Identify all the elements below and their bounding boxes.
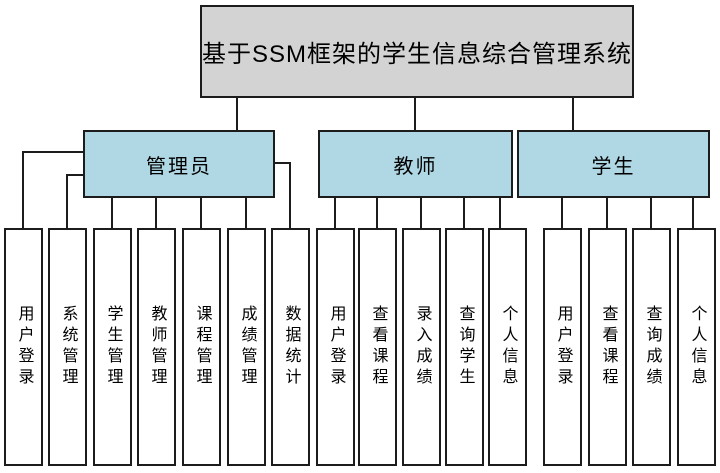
connector-title-student [572, 98, 574, 131]
leaf-admin-user-login: 用户登录 [4, 228, 43, 466]
leaf-student-personal-info: 个人信息 [677, 228, 716, 466]
connector-student-child3 [650, 196, 652, 228]
role-label-teacher: 教师 [393, 155, 438, 178]
leaf-label: 系统管理 [59, 305, 77, 389]
leaf-teacher-personal-info: 个人信息 [488, 228, 527, 466]
role-label-student: 学生 [591, 155, 636, 178]
system-title-box: 基于SSM框架的学生信息综合管理系统 [200, 5, 634, 98]
connector-teacher-child2 [376, 196, 378, 228]
leaf-label: 用户登录 [327, 305, 345, 389]
leaf-admin-course-management: 课程管理 [182, 228, 221, 466]
leaf-student-user-login: 用户登录 [543, 228, 582, 466]
connector-teacher-child3 [420, 196, 422, 228]
leaf-label: 查看课程 [369, 305, 387, 389]
connector-student-child4 [692, 196, 694, 228]
leaf-teacher-enter-grades: 录入成绩 [402, 228, 441, 466]
role-box-teacher: 教师 [318, 130, 513, 198]
leaf-student-query-grades: 查询成绩 [632, 228, 671, 466]
system-title: 基于SSM框架的学生信息综合管理系统 [202, 41, 633, 68]
leaf-label: 查看课程 [599, 305, 617, 389]
leaf-label: 数据统计 [282, 305, 300, 389]
connector-student-child2 [606, 196, 608, 228]
leaf-label: 成绩管理 [238, 305, 256, 389]
leaf-label: 课程管理 [193, 305, 211, 389]
connector-title-admin [236, 98, 238, 131]
role-box-student: 学生 [517, 130, 710, 198]
leaf-label: 个人信息 [499, 305, 517, 389]
connector-teacher-child4 [463, 196, 465, 228]
connector-admin-child7-v [289, 162, 291, 228]
connector-teacher-child1 [334, 196, 336, 228]
leaf-label: 用户登录 [554, 305, 572, 389]
leaf-admin-system-management: 系统管理 [48, 228, 87, 466]
leaf-label: 录入成绩 [413, 305, 431, 389]
leaf-teacher-view-course: 查看课程 [358, 228, 397, 466]
connector-admin-child5 [200, 196, 202, 228]
connector-admin-child6 [245, 196, 247, 228]
connector-admin-child4 [155, 196, 157, 228]
leaf-teacher-user-login: 用户登录 [316, 228, 355, 466]
connector-admin-child7-h [273, 162, 291, 164]
leaf-label: 用户登录 [15, 305, 33, 389]
leaf-admin-teacher-management: 教师管理 [137, 228, 176, 466]
connector-admin-child2-h [66, 174, 83, 176]
leaf-teacher-query-student: 查询学生 [445, 228, 484, 466]
connector-title-teacher [414, 98, 416, 131]
connector-admin-child2-v [66, 174, 68, 228]
connector-teacher-child5 [499, 196, 501, 228]
leaf-label: 个人信息 [688, 305, 706, 389]
leaf-admin-grade-management: 成绩管理 [227, 228, 266, 466]
role-box-admin: 管理员 [83, 130, 275, 198]
connector-admin-child3 [111, 196, 113, 228]
leaf-student-view-course: 查看课程 [588, 228, 627, 466]
leaf-admin-data-statistics: 数据统计 [271, 228, 310, 466]
connector-admin-child1-h [22, 151, 83, 153]
leaf-admin-student-management: 学生管理 [93, 228, 132, 466]
leaf-label: 学生管理 [104, 305, 122, 389]
role-label-admin: 管理员 [146, 155, 212, 178]
leaf-label: 查询成绩 [643, 305, 661, 389]
leaf-label: 查询学生 [456, 305, 474, 389]
leaf-label: 教师管理 [148, 305, 166, 389]
connector-student-child1 [561, 196, 563, 228]
connector-admin-child1-v [22, 151, 24, 228]
